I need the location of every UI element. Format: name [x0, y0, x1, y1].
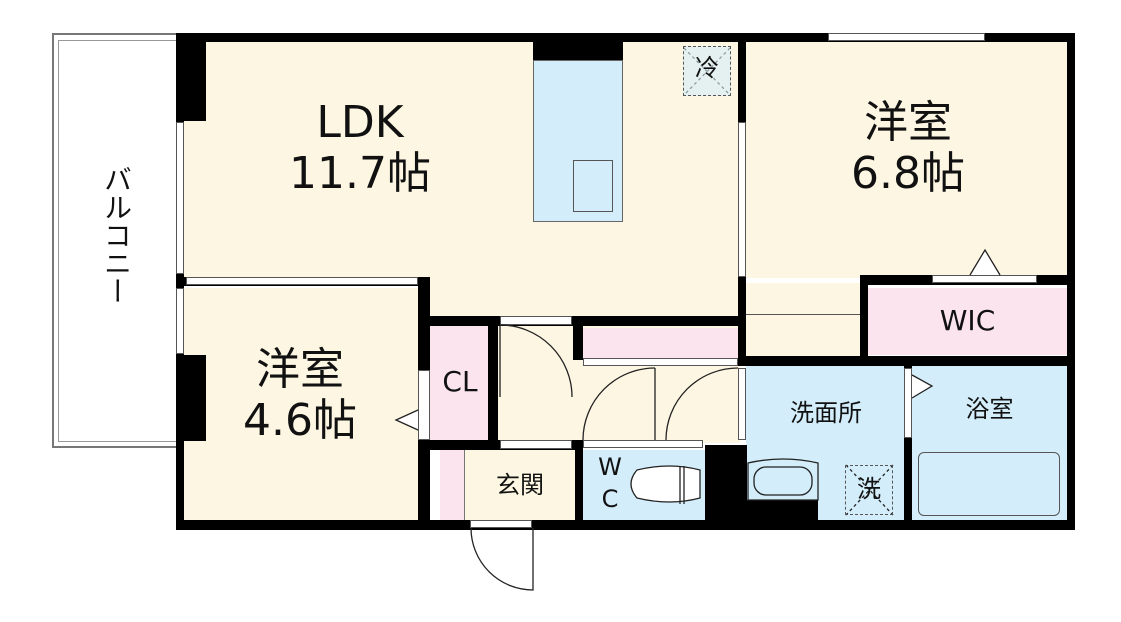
wall: [176, 355, 206, 441]
ldk-name: LDK: [316, 97, 404, 148]
window: [176, 288, 184, 354]
closet-arrow-icon: [394, 409, 419, 431]
door-opening: [904, 368, 912, 438]
western-room-a-size: 6.8帖: [851, 147, 965, 199]
bath-label: 浴室: [965, 395, 1014, 423]
wall: [575, 440, 583, 525]
window: [738, 122, 746, 277]
fridge-label: 冷: [695, 54, 719, 82]
washer-space: [845, 465, 893, 515]
toilet-label-c: C: [601, 485, 619, 513]
bath-arrow-icon: [911, 374, 934, 399]
ldk-floor-lower: [428, 280, 740, 320]
door-opening: [583, 440, 703, 448]
door-opening: [470, 520, 532, 528]
washbasin-icon: [747, 458, 819, 501]
western-room-b-floor: [184, 288, 420, 522]
sink-icon: [573, 160, 613, 212]
balcony: [52, 33, 178, 448]
wall: [176, 33, 206, 121]
wall: [860, 275, 868, 360]
ldk-floor: [184, 42, 740, 282]
entrance-shoe-box: [440, 450, 465, 521]
kitchen-counter: [533, 60, 623, 222]
balcony-label: バルコニー: [100, 165, 133, 305]
entrance-label: 玄関: [496, 471, 544, 499]
sliding-door: [583, 358, 738, 366]
wall: [746, 500, 818, 525]
door-opening: [500, 316, 572, 325]
western-room-b-size: 4.6帖: [243, 394, 357, 446]
western-room-b-name: 洋室: [256, 344, 344, 395]
balcony-rail: [58, 40, 178, 442]
western-room-a-label: 洋室 6.8帖: [808, 97, 1008, 199]
washer-label: 洗: [857, 475, 881, 503]
entrance-door-swing: [470, 527, 534, 591]
sliding-door: [186, 277, 418, 285]
wic-floor: [868, 288, 1067, 355]
door-opening: [500, 440, 572, 449]
bathtub: [918, 452, 1060, 516]
toilet-label-w: W: [598, 453, 622, 481]
wall: [488, 316, 498, 441]
wall: [176, 520, 1075, 530]
shoe-storage: [583, 328, 738, 358]
toilet-tank: [679, 466, 685, 504]
fridge-space: [683, 46, 731, 96]
door-opening: [738, 368, 746, 440]
door-swing: [499, 324, 573, 398]
closet-label: CL: [442, 365, 478, 398]
wall: [705, 445, 747, 525]
wic-arrow-icon: [969, 248, 1001, 276]
western-room-b-label: 洋室 4.6帖: [200, 344, 400, 446]
wic-label: WIC: [939, 304, 996, 337]
wall: [573, 316, 583, 360]
door-swing: [665, 367, 739, 441]
door-opening: [932, 275, 1037, 283]
ldk-label: LDK 11.7帖: [260, 97, 460, 199]
closet-floor: [430, 326, 490, 441]
western-room-a-name: 洋室: [864, 97, 952, 148]
window: [176, 122, 184, 274]
wall: [176, 33, 1075, 42]
western-room-a-floor: [746, 42, 1067, 278]
ldk-size: 11.7帖: [289, 147, 431, 199]
basin-bowl: [753, 466, 813, 496]
passage-floor: [746, 283, 860, 357]
wall: [904, 356, 912, 526]
window: [828, 33, 985, 41]
door-swing: [582, 367, 656, 441]
washroom-label: 洗面所: [790, 399, 862, 427]
divider: [746, 314, 860, 315]
closet-door: [418, 370, 430, 440]
toilet-icon: [630, 465, 701, 503]
